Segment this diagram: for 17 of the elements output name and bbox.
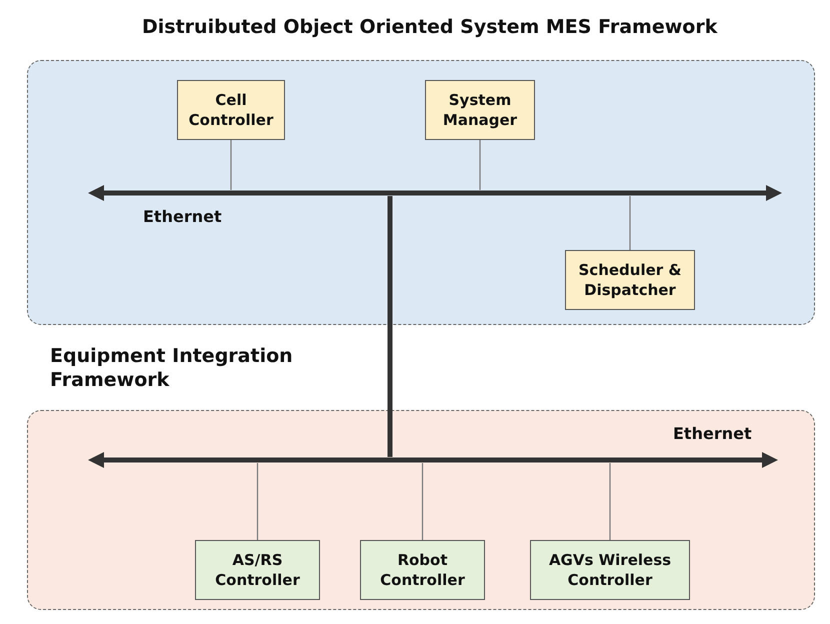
- connector-line: [388, 196, 392, 457]
- connector-line: [422, 463, 424, 540]
- connector-line: [629, 196, 631, 250]
- group-title: Distruibuted Object Oriented System MES Framework: [142, 15, 718, 39]
- controller-box: AS/RS Controller: [195, 540, 320, 600]
- controller-box: Cell Controller: [177, 80, 285, 140]
- connector-line: [609, 463, 611, 540]
- connector-line: [479, 140, 481, 190]
- controller-box: Robot Controller: [360, 540, 485, 600]
- bus-label: Ethernet: [143, 207, 222, 227]
- controller-box: AGVs Wireless Controller: [530, 540, 690, 600]
- controller-box: System Manager: [425, 80, 535, 140]
- controller-box: Scheduler & Dispatcher: [565, 250, 695, 310]
- bus-label: Ethernet: [673, 424, 752, 444]
- connector-line: [256, 463, 258, 540]
- group-title: Equipment Integration Framework: [50, 344, 294, 392]
- connector-line: [230, 140, 232, 190]
